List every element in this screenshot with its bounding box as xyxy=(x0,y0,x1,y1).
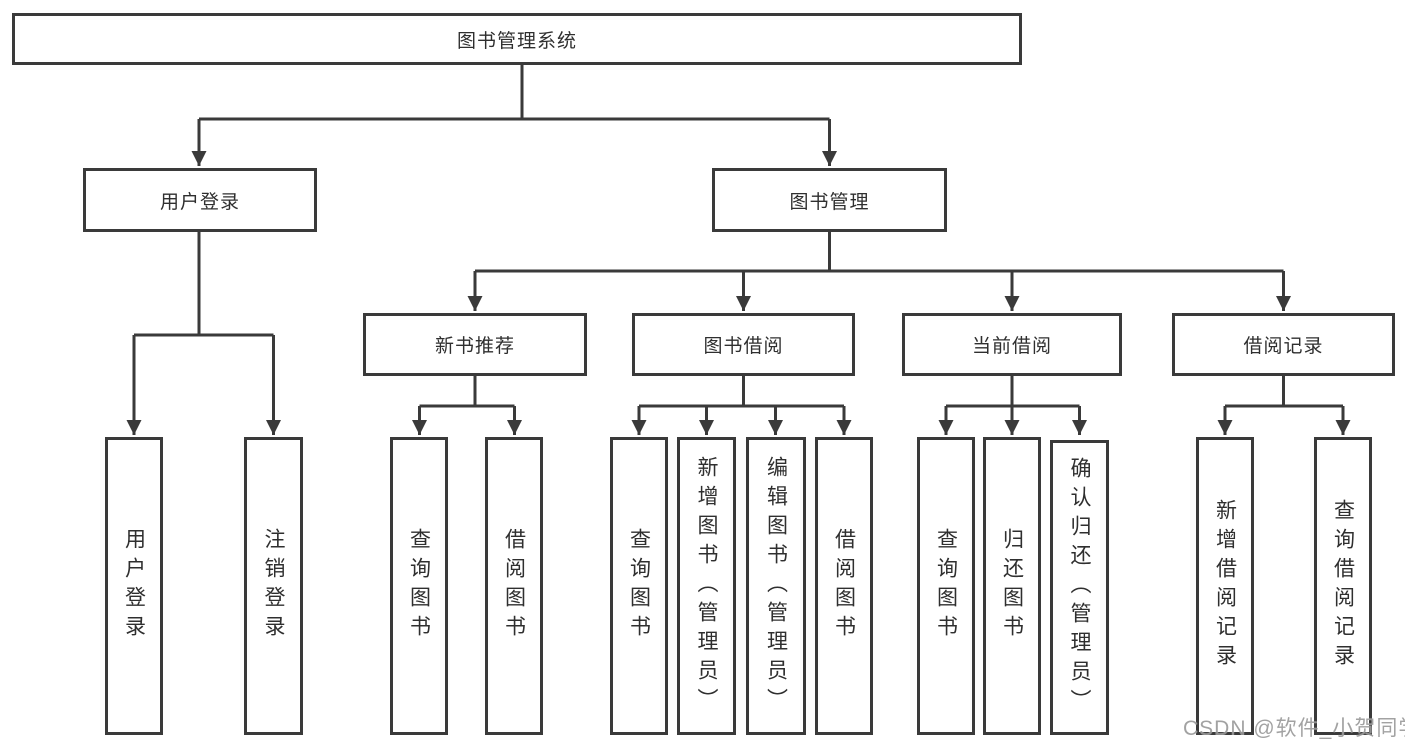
node-label: 新增借阅记录 xyxy=(1213,499,1237,673)
node-label: 当前借阅 xyxy=(971,336,1052,357)
node-user-login: 用户登录 xyxy=(83,168,317,232)
connector-root-trunk xyxy=(199,65,830,121)
connector-newbook-trunk xyxy=(419,376,515,408)
node-label: 新增图书（管理员） xyxy=(695,455,718,717)
leaf-edit-books-admin: 编辑图书（管理员） xyxy=(746,437,806,735)
connector-current-trunk xyxy=(946,376,1080,408)
node-label: 查询借阅记录 xyxy=(1331,499,1355,673)
node-label: 查询图书 xyxy=(934,528,958,644)
node-label: 借阅记录 xyxy=(1243,336,1324,357)
leaf-query-books-recommend: 查询图书 xyxy=(390,437,448,735)
leaf-query-books-borrowing: 查询图书 xyxy=(610,437,668,735)
node-label: 确认归还（管理员） xyxy=(1068,457,1091,718)
node-label: 注销登录 xyxy=(262,528,285,644)
node-new-book-recommendation: 新书推荐 xyxy=(363,313,587,376)
node-label: 借阅图书 xyxy=(502,528,526,644)
leaf-add-borrow-record: 新增借阅记录 xyxy=(1196,437,1254,735)
node-label: 图书管理 xyxy=(789,191,870,213)
connector-borrowing-trunk xyxy=(639,376,844,408)
leaf-user-login: 用户登录 xyxy=(105,437,163,735)
connector-bookmgmt-trunk xyxy=(475,232,1284,273)
node-label: 查询图书 xyxy=(627,528,651,644)
leaf-borrow-books-recommend: 借阅图书 xyxy=(485,437,543,735)
node-label: 新书推荐 xyxy=(434,336,515,357)
leaf-logout: 注销登录 xyxy=(244,437,303,735)
leaf-return-books: 归还图书 xyxy=(983,437,1041,735)
node-label: 用户登录 xyxy=(159,191,240,213)
connector-records-trunk xyxy=(1225,376,1343,408)
node-label: 归还图书 xyxy=(1000,528,1024,644)
node-label: 借阅图书 xyxy=(832,528,856,644)
node-label: 查询图书 xyxy=(407,528,431,644)
leaf-borrow-books: 借阅图书 xyxy=(815,437,873,735)
watermark: CSDN @软件_小贺同学 xyxy=(1183,717,1405,740)
leaf-add-books-admin: 新增图书（管理员） xyxy=(677,437,736,735)
node-book-management: 图书管理 xyxy=(712,168,947,232)
node-library-management-system: 图书管理系统 xyxy=(12,13,1022,65)
leaf-query-borrow-record: 查询借阅记录 xyxy=(1314,437,1372,735)
node-label: 用户登录 xyxy=(122,528,146,644)
node-label: 图书管理系统 xyxy=(456,30,577,52)
node-current-borrowing: 当前借阅 xyxy=(902,313,1122,376)
node-label: 编辑图书（管理员） xyxy=(764,455,788,717)
leaf-confirm-return-admin: 确认归还（管理员） xyxy=(1050,440,1109,735)
node-book-borrowing: 图书借阅 xyxy=(632,313,855,376)
node-borrowing-records: 借阅记录 xyxy=(1172,313,1395,376)
connector-userlogin-trunk xyxy=(134,232,274,337)
leaf-query-books-current: 查询图书 xyxy=(917,437,975,735)
node-label: 图书借阅 xyxy=(703,336,784,357)
